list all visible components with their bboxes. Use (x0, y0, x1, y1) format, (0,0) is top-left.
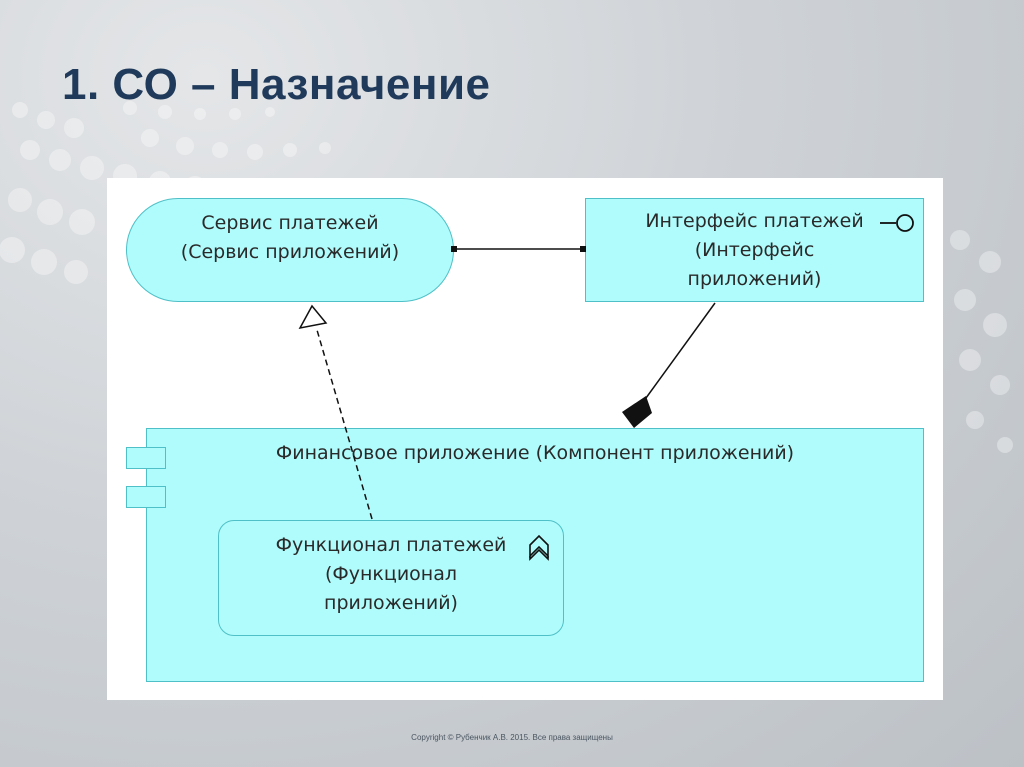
interface-lollipop-icon (880, 214, 914, 232)
function-label-line-1: Функционал платежей (275, 534, 507, 556)
component-tab-bottom (126, 486, 166, 508)
realization-connector[interactable] (298, 304, 373, 520)
function-chevron-icon (529, 534, 549, 561)
copyright-footer: Copyright © Рубенчик А.В. 2015. Все прав… (411, 733, 613, 742)
interface-label-line-1: Интерфейс платежей (645, 210, 864, 232)
interface-label-line-2: (Интерфейс (694, 239, 815, 261)
interface-label-line-3: приложений) (687, 268, 822, 290)
composition-diamond-icon (622, 396, 652, 428)
function-payments[interactable]: Функционал платежей (Функционал приложен… (218, 520, 564, 636)
realization-arrowhead-icon (298, 304, 328, 330)
interface-payments[interactable]: Интерфейс платежей (Интерфейс приложений… (585, 198, 924, 302)
service-label-line-2: (Сервис приложений) (180, 241, 400, 263)
composition-connector[interactable] (622, 302, 716, 428)
service-label-line-1: Сервис платежей (201, 212, 379, 234)
service-payments[interactable]: Сервис платежей (Сервис приложений) (126, 198, 454, 302)
function-label-line-3: приложений) (324, 592, 458, 614)
function-label-line-2: (Функционал (324, 563, 458, 585)
slide-title: 1. СО – Назначение (62, 60, 491, 109)
component-label-line-1: Финансовое приложение (Компонент приложе… (275, 442, 795, 464)
component-tab-top (126, 447, 166, 469)
assignment-connector[interactable] (451, 246, 586, 252)
